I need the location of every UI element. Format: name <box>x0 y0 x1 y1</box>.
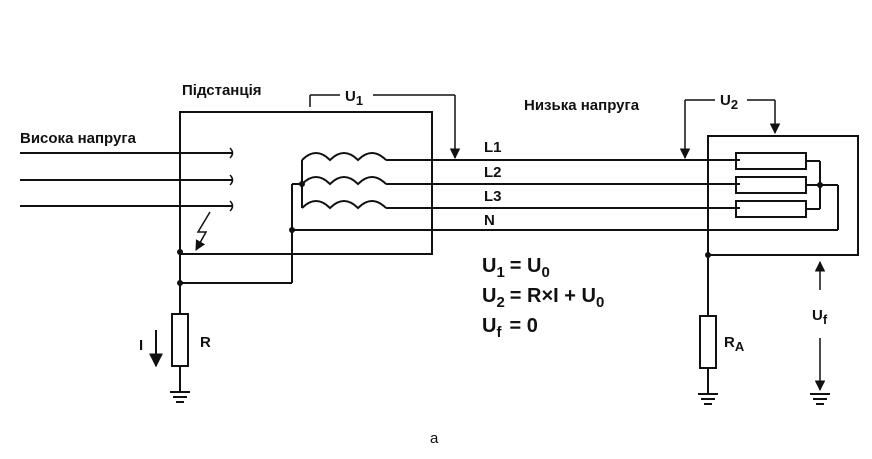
u2-bracket <box>679 99 781 160</box>
transformer-coils <box>299 152 387 210</box>
resistor-r-label: R <box>200 334 211 351</box>
consumer-box <box>707 135 859 256</box>
conductor-label-l2: L2 <box>484 164 502 181</box>
substation-label: Підстанція <box>182 82 262 99</box>
conductor-label-l1: L1 <box>484 139 502 156</box>
current-label: I <box>139 337 143 354</box>
resistor-ra-label: RA <box>724 334 745 354</box>
equation-3: Uf= 0 <box>482 315 538 341</box>
resistor-r <box>171 313 189 367</box>
equations: U1= U0 U2= R×I + U0 Uf= 0 <box>482 255 604 341</box>
low-voltage-label: Низька напруга <box>524 97 640 114</box>
high-voltage-label: Висока напруга <box>20 130 137 147</box>
conductor-label-l3: L3 <box>484 188 502 205</box>
low-voltage-conductors <box>289 159 838 283</box>
u1-label: U1 <box>345 88 363 108</box>
u1-bracket <box>309 94 461 160</box>
uf-measurement <box>810 260 830 405</box>
figure-caption: a <box>430 430 439 447</box>
u2-label: U2 <box>720 92 738 112</box>
consumer-load <box>735 152 839 230</box>
equation-1: U1= U0 <box>482 255 550 281</box>
conductor-label-n: N <box>484 212 495 229</box>
resistor-ra <box>699 315 717 369</box>
consumer-earthing <box>698 252 718 405</box>
uf-label: Uf <box>812 307 828 327</box>
high-voltage-lines <box>20 147 234 212</box>
fault-icon <box>195 211 211 251</box>
equation-2: U2= R×I + U0 <box>482 285 604 311</box>
substation-earthing <box>149 249 292 403</box>
